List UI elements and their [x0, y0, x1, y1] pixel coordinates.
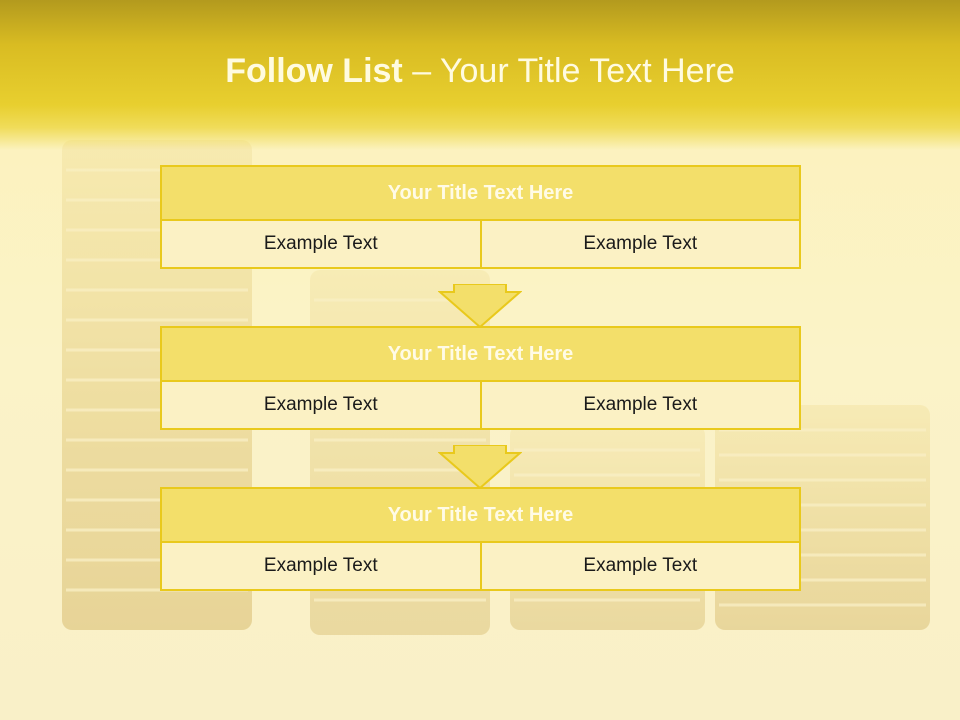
- title-bold-part: Follow List: [225, 52, 403, 90]
- block-row: Example Text Example Text: [160, 219, 801, 269]
- block-row: Example Text Example Text: [160, 541, 801, 591]
- block-cell-right: Example Text: [479, 541, 801, 591]
- block-title: Your Title Text Here: [160, 165, 801, 221]
- block-title: Your Title Text Here: [160, 487, 801, 543]
- block-title: Your Title Text Here: [160, 326, 801, 382]
- slide-title: Follow List – Your Title Text Here: [0, 52, 960, 91]
- block-row: Example Text Example Text: [160, 380, 801, 430]
- title-rest-part: – Your Title Text Here: [402, 52, 735, 90]
- block-cell-left: Example Text: [160, 380, 482, 430]
- follow-block-3: Your Title Text Here Example Text Exampl…: [160, 487, 801, 591]
- follow-block-2: Your Title Text Here Example Text Exampl…: [160, 326, 801, 430]
- down-arrow-icon: [438, 445, 522, 489]
- block-cell-right: Example Text: [479, 380, 801, 430]
- down-arrow-icon: [438, 284, 522, 328]
- block-cell-left: Example Text: [160, 219, 482, 269]
- follow-block-1: Your Title Text Here Example Text Exampl…: [160, 165, 801, 269]
- header-band: [0, 0, 960, 150]
- block-cell-right: Example Text: [479, 219, 801, 269]
- block-cell-left: Example Text: [160, 541, 482, 591]
